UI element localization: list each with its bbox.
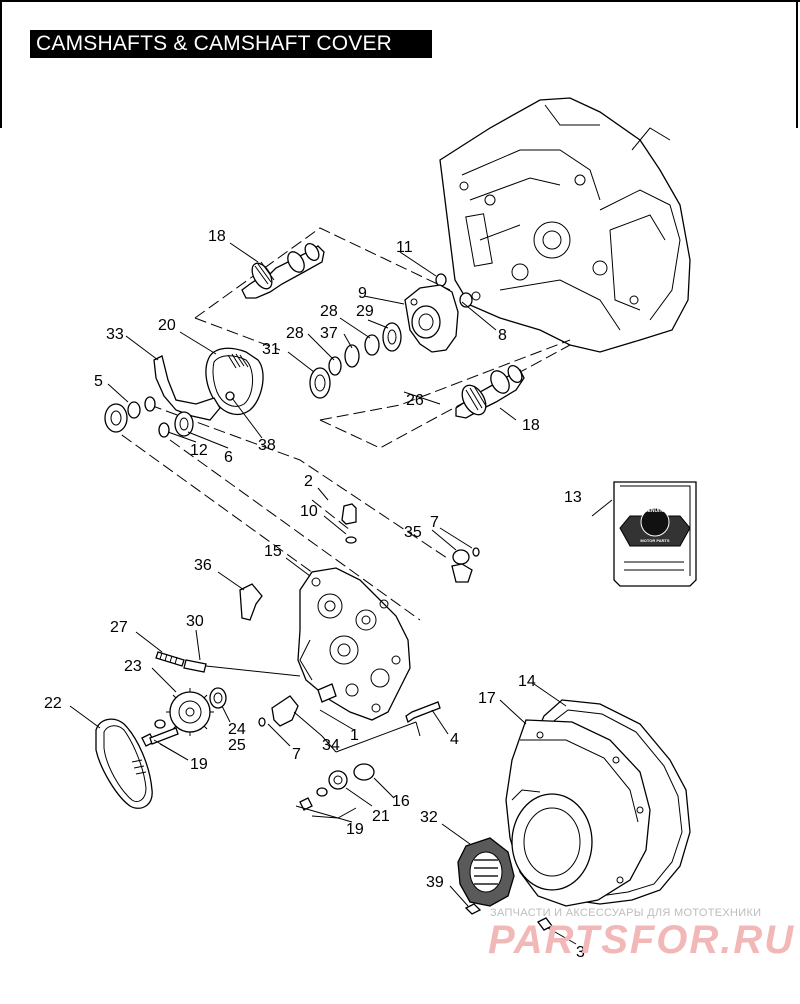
chain-tensioner xyxy=(153,355,221,421)
watermark-tagline: ЗАПЧАСТИ И АКСЕССУАРЫ ДЛЯ МОТОТЕХНИКИ xyxy=(490,907,762,919)
callout-numbers: 18 11 9 28 29 8 28 37 20 33 31 5 26 18 1… xyxy=(44,228,585,961)
gear-21 xyxy=(328,770,348,790)
bushing-16 xyxy=(353,763,375,781)
callout-22: 22 xyxy=(44,695,62,712)
callout-8: 8 xyxy=(498,327,507,344)
callout-11: 11 xyxy=(396,239,413,256)
o-ring-11 xyxy=(435,273,447,287)
callout-32: 32 xyxy=(420,809,438,826)
callout-28-top: 28 xyxy=(320,303,338,320)
bracket-36 xyxy=(239,583,263,621)
callout-37: 37 xyxy=(320,325,338,342)
callout-18-upper: 18 xyxy=(208,228,226,245)
crankcase xyxy=(439,97,691,353)
callout-34: 34 xyxy=(322,737,340,754)
genuine-logo-top: GENUINE xyxy=(644,508,667,514)
bolt-19-lower xyxy=(299,797,313,811)
bearing-5 xyxy=(104,403,128,433)
screw-39 xyxy=(464,903,482,915)
page-title: CAMSHAFTS & CAMSHAFT COVER xyxy=(30,30,432,58)
callout-9: 9 xyxy=(358,285,367,302)
primary-chain-22 xyxy=(95,718,153,809)
callout-29: 29 xyxy=(356,303,374,320)
genuine-logo-bottom: MOTOR PARTS xyxy=(640,538,670,543)
sprocket-23 xyxy=(166,688,214,736)
callout-27: 27 xyxy=(110,619,128,636)
bearing-31 xyxy=(309,367,331,399)
callout-2: 2 xyxy=(304,473,313,490)
cam-support-plate xyxy=(297,567,411,721)
screw-3 xyxy=(537,917,553,931)
callout-7-lower: 7 xyxy=(292,746,301,763)
ring-37 xyxy=(344,344,360,368)
callout-16: 16 xyxy=(392,793,410,810)
part-34 xyxy=(271,695,299,727)
callout-39: 39 xyxy=(426,874,444,891)
cam-cover-17 xyxy=(505,719,651,907)
callout-3: 3 xyxy=(576,944,585,961)
genuine-parts-kit: GENUINE MOTOR PARTS xyxy=(613,481,697,587)
callout-10: 10 xyxy=(300,503,318,520)
frame-right-line xyxy=(796,0,798,128)
ring-28-upper xyxy=(364,334,380,356)
callout-21: 21 xyxy=(372,808,390,825)
cam-support-housing xyxy=(404,284,459,353)
ring-28-lower xyxy=(328,356,342,376)
leader-lines xyxy=(69,242,613,945)
frame-top-line xyxy=(0,0,800,2)
callout-30: 30 xyxy=(186,613,204,630)
callout-25: 25 xyxy=(228,737,246,754)
callout-6: 6 xyxy=(224,449,233,466)
frame-left-line xyxy=(0,0,2,128)
callout-23: 23 xyxy=(124,658,142,675)
watermark-brand: PARTSFOR.RU xyxy=(488,918,796,962)
callout-28-left: 28 xyxy=(286,325,304,342)
callout-13: 13 xyxy=(564,489,582,506)
callout-17: 17 xyxy=(478,690,496,707)
callout-15: 15 xyxy=(264,543,282,560)
pin-30 xyxy=(183,659,207,673)
camshaft-upper xyxy=(241,242,325,299)
callout-4: 4 xyxy=(450,731,459,748)
callout-19-lower: 19 xyxy=(346,821,364,838)
washer-12 xyxy=(158,422,170,438)
emblem-32 xyxy=(457,837,515,907)
callout-19-left: 19 xyxy=(190,756,208,773)
callout-26: 26 xyxy=(406,392,424,409)
o-ring-7-lower xyxy=(258,717,266,727)
callout-12: 12 xyxy=(190,442,208,459)
o-ring-10 xyxy=(345,536,357,544)
gear-35 xyxy=(451,547,480,583)
o-ring-8 xyxy=(459,292,473,308)
valve-2 xyxy=(341,503,357,525)
callout-7-upper: 7 xyxy=(430,514,439,531)
callout-31: 31 xyxy=(262,341,280,358)
washer-24 xyxy=(209,687,227,709)
callout-1: 1 xyxy=(350,727,359,744)
callout-35: 35 xyxy=(404,524,422,541)
bearing-29 xyxy=(382,322,402,352)
callout-33: 33 xyxy=(106,326,124,343)
callout-38: 38 xyxy=(258,437,276,454)
callout-20: 20 xyxy=(158,317,176,334)
callout-14: 14 xyxy=(518,673,536,690)
o-ring-7-upper xyxy=(472,547,480,557)
callout-5: 5 xyxy=(94,373,103,390)
spring-27 xyxy=(155,651,185,667)
cam-drive-chain xyxy=(205,347,264,415)
callout-18-lower: 18 xyxy=(522,417,540,434)
bolt-4 xyxy=(405,701,441,724)
callout-36: 36 xyxy=(194,557,212,574)
camshaft-lower xyxy=(455,364,525,419)
callout-24: 24 xyxy=(228,721,246,738)
spacer-6 xyxy=(174,411,194,437)
